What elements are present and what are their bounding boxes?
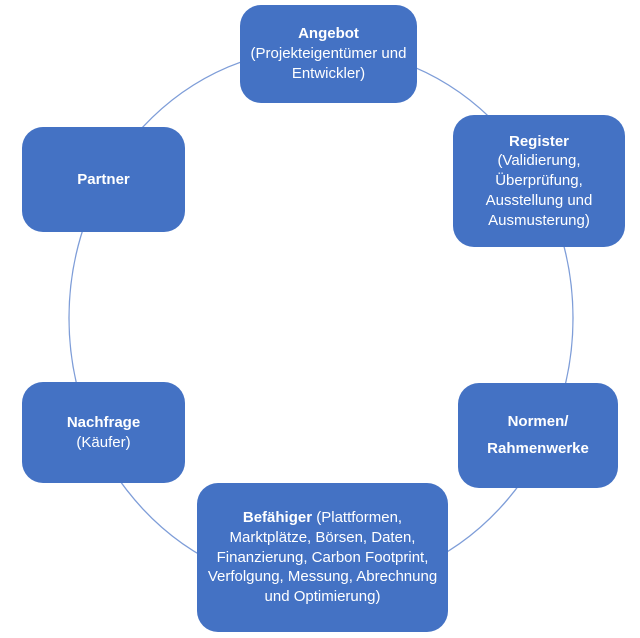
node-nachfrage: Nachfrage (Käufer) [22,382,185,483]
node-befaehiger: Befähiger (Plattformen, Marktplätze, Bör… [197,483,448,632]
node-normen-title-line2: Rahmenwerke [487,440,589,457]
node-angebot-title: Angebot [298,25,359,43]
node-befaehiger-text: Befähiger (Plattformen, Marktplätze, Bör… [205,508,440,607]
node-partner: Partner [22,127,185,232]
node-befaehiger-detail: (Plattformen, Marktplätze, Börsen, Daten… [207,509,438,606]
node-normen-title-line1: Normen/ [507,412,569,430]
node-nachfrage-title: Nachfrage [66,413,141,431]
node-partner-title: Partner [77,170,130,188]
node-normen: Normen/ Rahmenwerke [458,383,618,488]
node-nachfrage-detail: (Käufer) [76,433,131,451]
node-angebot: Angebot (Projekteigentümer und Entwickle… [240,5,417,103]
node-angebot-detail: (Projekteigentümer und Entwickler) [250,45,407,82]
node-register-detail: (Validierung, Überprüfung, Ausstellung u… [485,152,593,229]
node-befaehiger-title: Befähiger [242,509,313,526]
node-register-title: Register [508,132,570,150]
node-register: Register (Validierung, Überprüfung, Auss… [453,115,625,247]
